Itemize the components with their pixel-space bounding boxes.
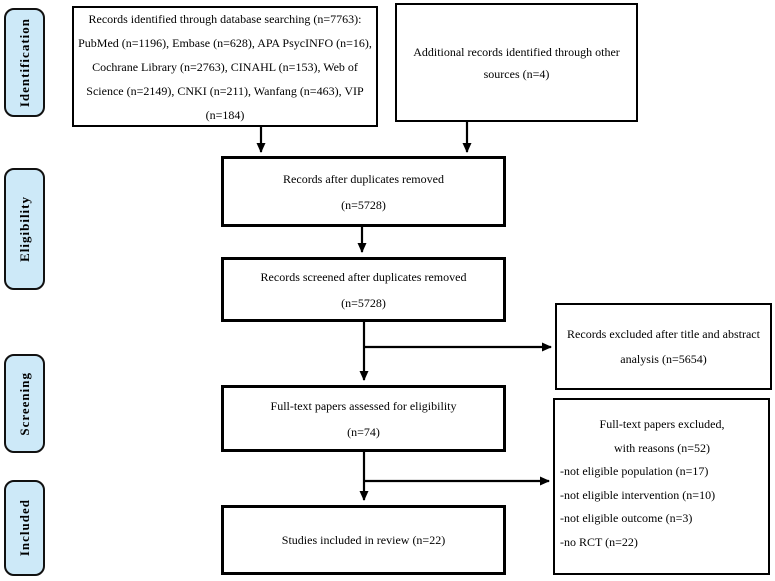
stage-eligibility-label: Eligibility [16,196,32,262]
box-additional-records: Additional records identified through ot… [395,3,638,122]
stage-included: Included [4,480,45,576]
box-studies-included: Studies included in review (n=22) [221,505,506,575]
box-records-excluded: Records excluded after title and abstrac… [555,303,772,390]
stage-identification: Identification [4,8,45,117]
exclusion-reason-intervention: -not eligible intervention (n=10) [560,487,716,502]
box-after-duplicates-text: Records after duplicates removed (n=5728… [283,171,444,212]
stage-included-label: Included [16,499,32,557]
exclusion-reason-population: -not eligible population (n=17) [560,464,709,478]
box-records-screened: Records screened after duplicates remove… [221,257,506,322]
box-additional-records-text: Additional records identified through ot… [413,44,620,81]
box-fulltext-assessed: Full-text papers assessed for eligibilit… [221,385,506,452]
stage-identification-label: Identification [16,17,32,108]
exclusion-reason-outcome: -not eligible outcome (n=3) [560,511,693,525]
box-fulltext-assessed-text: Full-text papers assessed for eligibilit… [270,398,457,439]
box-records-screened-text: Records screened after duplicates remove… [260,269,467,310]
box-records-excluded-text: Records excluded after title and abstrac… [567,326,760,366]
stage-screening-label: Screening [16,371,32,436]
exclusion-reason-no-rct: -no RCT (n=22) [560,534,638,549]
box-studies-included-text: Studies included in review (n=22) [281,533,446,547]
box-fulltext-excluded-header: Full-text papers excluded, with reasons … [599,417,725,455]
stage-eligibility: Eligibility [4,168,45,290]
box-database-records: Records identified through database sear… [72,6,378,127]
box-after-duplicates: Records after duplicates removed (n=5728… [221,156,506,227]
box-database-records-text: Records identified through database sear… [78,11,372,122]
stage-screening: Screening [4,354,45,453]
box-fulltext-excluded: Full-text papers excluded, with reasons … [553,398,770,575]
